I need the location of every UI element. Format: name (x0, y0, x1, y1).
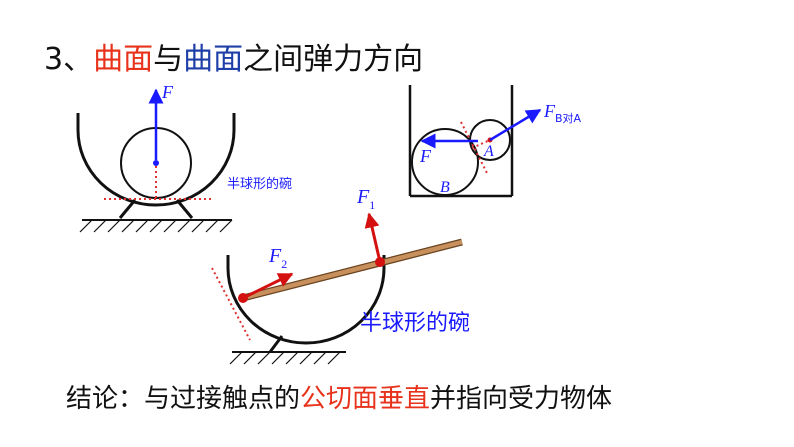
ball-a-label: A (483, 143, 494, 160)
force-label: F (161, 82, 174, 102)
rod-bowl-caption: 半球形的碗 (360, 311, 470, 336)
force-b-on-a-label: FB对A (543, 101, 582, 125)
title-prefix: 3、 (44, 42, 94, 77)
diagram-rod-in-bowl: F1 F2 半球形的碗 (211, 186, 470, 365)
force-b-on-a-sub: B对A (555, 111, 582, 125)
bowl-caption: 半球形的碗 (227, 176, 292, 192)
ball-center-dot (153, 160, 159, 166)
slide-title: 3、曲面与曲面之间弹力方向 (44, 42, 423, 78)
f2-letter: F (268, 245, 282, 267)
conclusion-text: 结论：与过接触点的公切面垂直并指向受力物体 (66, 383, 612, 415)
force-left-label: F (419, 146, 432, 166)
rod-bowl-leg (268, 335, 284, 353)
diagram-ball-in-bowl: F 半球形的碗 (76, 82, 292, 233)
f1-label: F1 (356, 186, 375, 212)
f1-sub: 1 (369, 198, 375, 212)
bowl-outline (76, 113, 236, 207)
f2-sub: 2 (281, 257, 287, 271)
conclusion-prefix: 结论：与过接触点的 (66, 384, 301, 414)
title-mid: 与 (153, 42, 184, 77)
title-part2: 曲面 (183, 42, 244, 77)
diagram-balls-in-box: FB对A F A B (408, 85, 582, 198)
f1-arrow (364, 212, 382, 263)
rod-tangent-line (211, 267, 251, 341)
title-part1: 曲面 (93, 42, 154, 77)
ball-b-label: B (440, 179, 450, 196)
ball-b (411, 128, 479, 196)
f2-arrow (242, 272, 294, 300)
force-b-on-a-arrow (489, 108, 542, 142)
rod-face (242, 239, 463, 301)
bowl-leg-left (118, 199, 137, 219)
rod-bowl-outline (226, 255, 386, 345)
force-b-on-a-letter: F (543, 101, 556, 121)
conclusion-suffix: 并指向受力物体 (430, 384, 613, 414)
f2-label: F2 (268, 245, 287, 271)
contact-normal (471, 139, 491, 149)
bowl-leg-right (175, 199, 194, 219)
conclusion-highlight: 公切面垂直 (300, 384, 431, 414)
title-suffix: 之间弹力方向 (243, 42, 424, 77)
rod-ground-hatch (229, 351, 341, 365)
f1-letter: F (356, 186, 370, 208)
ground-hatch (79, 219, 233, 233)
